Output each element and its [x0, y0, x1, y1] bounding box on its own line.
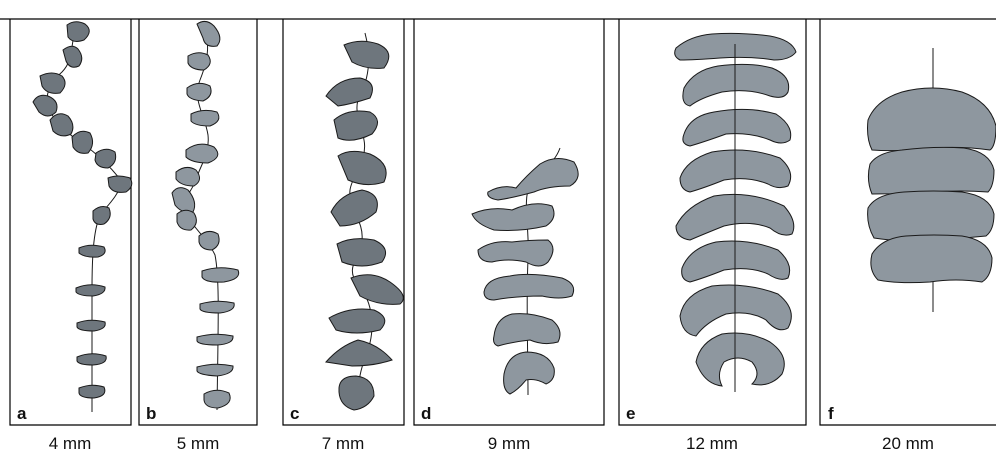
- panel-d-drawing: [472, 148, 578, 395]
- segment-shape: [95, 149, 116, 168]
- segment-shape: [79, 245, 105, 257]
- segment-shape: [683, 64, 789, 106]
- segment-shape: [63, 46, 82, 67]
- segment-shape: [339, 376, 374, 410]
- panel-e-size: 12 mm: [686, 434, 738, 453]
- segment-shape: [76, 285, 105, 296]
- segment-shape: [478, 240, 553, 266]
- segment-shape: [77, 354, 106, 365]
- panel-c-letter: c: [290, 404, 299, 423]
- segment-shape: [50, 114, 73, 136]
- segment-shape: [680, 285, 791, 336]
- segment-shape: [484, 274, 574, 300]
- segment-shape: [337, 239, 386, 266]
- segment-shape: [683, 109, 791, 146]
- segment-shape: [197, 21, 220, 46]
- panel-b-size: 5 mm: [177, 434, 220, 453]
- segment-shape: [682, 241, 790, 282]
- segment-shape: [72, 131, 93, 153]
- segment-shape: [93, 207, 110, 225]
- segment-shape: [868, 88, 996, 151]
- segment-shape: [204, 390, 230, 408]
- segment-shape: [334, 111, 378, 140]
- segment-shape: [326, 78, 372, 106]
- segment-shape: [177, 210, 196, 230]
- segment-shape: [472, 204, 554, 231]
- segment-shape: [40, 73, 65, 93]
- segment-shape: [79, 385, 105, 398]
- panel-b-frame: [139, 19, 257, 425]
- segment-shape: [504, 352, 555, 394]
- segment-shape: [488, 158, 578, 200]
- segment-shape: [329, 309, 385, 333]
- segment-shape: [200, 301, 234, 313]
- segment-shape: [871, 235, 992, 283]
- segment-shape: [33, 95, 57, 116]
- panel-c-size: 7 mm: [322, 434, 365, 453]
- panel-a-drawing: [33, 22, 132, 412]
- segment-shape: [344, 41, 389, 68]
- segment-shape: [176, 167, 200, 186]
- panel-a-frame: [10, 19, 131, 425]
- segment-shape: [696, 333, 784, 386]
- segment-shape: [197, 364, 233, 376]
- panel-f-letter: f: [828, 404, 834, 423]
- segment-shape: [186, 144, 218, 163]
- segment-shape: [494, 314, 561, 346]
- segment-shape: [108, 176, 132, 192]
- panel-e-drawing: [675, 33, 796, 392]
- segment-shape: [191, 110, 219, 126]
- panel-b-letter: b: [146, 404, 156, 423]
- segment-shape: [868, 147, 994, 194]
- segment-shape: [331, 190, 377, 226]
- panel-c-drawing: [326, 33, 403, 410]
- panel-b-drawing: [172, 21, 239, 410]
- panel-a-size: 4 mm: [49, 434, 92, 453]
- segment-shape: [202, 268, 239, 282]
- panel-f-size: 20 mm: [882, 434, 934, 453]
- segment-shape: [199, 231, 219, 250]
- segment-shape: [868, 191, 994, 242]
- panel-f-drawing: [868, 48, 996, 312]
- segment-shape: [172, 188, 195, 213]
- segment-shape: [197, 334, 233, 345]
- segment-shape: [187, 83, 211, 101]
- segment-shape: [351, 275, 403, 305]
- segment-shape: [67, 22, 89, 42]
- segment-shape: [188, 53, 210, 70]
- segment-shape: [326, 340, 392, 366]
- panel-d-letter: d: [421, 404, 431, 423]
- segment-shape: [77, 320, 105, 331]
- size-labels: 4 mm 5 mm 7 mm 9 mm 12 mm 20 mm: [49, 434, 934, 453]
- panel-d-size: 9 mm: [488, 434, 531, 453]
- segment-shape: [338, 151, 386, 184]
- panel-e-letter: e: [626, 404, 635, 423]
- panel-a-letter: a: [17, 404, 27, 423]
